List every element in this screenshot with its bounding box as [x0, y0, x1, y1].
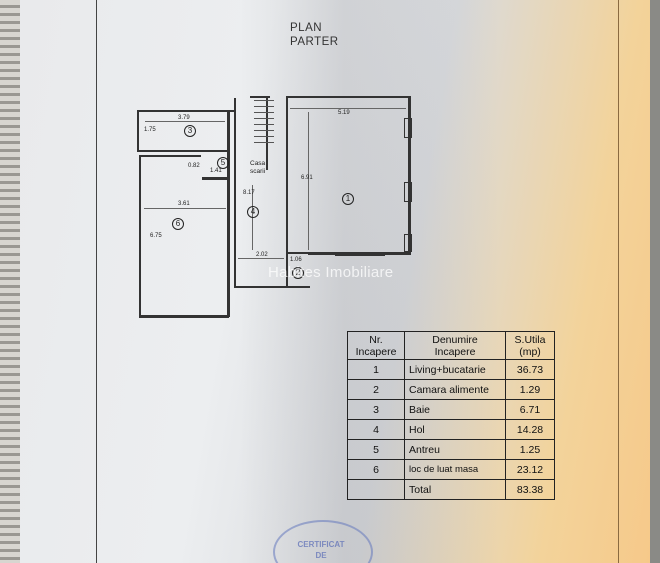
- cell-nr: [347, 479, 405, 500]
- wall: [141, 155, 201, 157]
- room-number: 3: [184, 125, 196, 137]
- cell-area: 1.29: [505, 379, 555, 400]
- header-cell: Nr.Incapere: [347, 331, 405, 360]
- stamp-text: DE: [315, 551, 327, 560]
- table-row: 4 Hol 14.28: [347, 419, 555, 440]
- total-label: Total: [404, 479, 506, 500]
- wall: [408, 96, 411, 254]
- plan-title: PLAN: [290, 22, 323, 34]
- cell-area: 14.28: [505, 419, 555, 440]
- dim-label: 8.17: [243, 190, 255, 196]
- table-total-row: Total 83.38: [347, 479, 555, 500]
- watermark-text: Habites Imobiliare: [268, 264, 394, 281]
- window: [404, 118, 412, 138]
- cell-nr: 5: [347, 439, 405, 460]
- wall: [137, 110, 139, 150]
- dim-label: 1.41: [210, 168, 222, 174]
- wall: [286, 96, 288, 252]
- wall: [202, 177, 230, 180]
- dim-label: 0.82: [188, 163, 200, 169]
- cell-area: 6.71: [505, 399, 555, 420]
- wall: [139, 315, 229, 318]
- cell-name: Living+bucatarie: [404, 359, 506, 380]
- cell-name: loc de luat masa: [404, 459, 506, 480]
- header-cell: S.Utila(mp): [505, 331, 555, 360]
- wall: [137, 110, 235, 112]
- dim-label: 1.75: [144, 127, 156, 133]
- room-number: 1: [342, 193, 354, 205]
- wall: [250, 96, 270, 98]
- wall: [286, 96, 410, 98]
- wall: [137, 150, 227, 152]
- wall: [286, 252, 310, 254]
- stairs: [254, 100, 274, 144]
- table-row: 1 Living+bucatarie 36.73: [347, 359, 555, 380]
- dim-label: 3.79: [178, 115, 190, 121]
- cell-name: Hol: [404, 419, 506, 440]
- room-number: 5: [217, 157, 229, 169]
- wall: [234, 286, 310, 288]
- dimension-line: [238, 258, 284, 259]
- dimension-line: [308, 112, 309, 250]
- dim-label: 3.61: [178, 201, 190, 207]
- wall: [234, 98, 236, 288]
- room-number: 4: [247, 206, 259, 218]
- cell-name: Camara alimente: [404, 379, 506, 400]
- dim-label: 1.06: [290, 257, 302, 263]
- cell-name: Baie: [404, 399, 506, 420]
- room-number: 2: [292, 267, 304, 279]
- dim-label: 6.75: [150, 233, 162, 239]
- dimension-line: [145, 121, 225, 122]
- dim-label: 2.02: [256, 252, 268, 258]
- total-area: 83.38: [505, 479, 555, 500]
- plan-subtitle: PARTER: [290, 36, 339, 48]
- document-sheet: PLAN PARTER 3.79 1.75 3 3.61 6.75 6 0.82…: [20, 0, 650, 563]
- wall: [227, 110, 230, 182]
- window: [335, 254, 385, 256]
- cell-nr: 1: [347, 359, 405, 380]
- table-row: 2 Camara alimente 1.29: [347, 379, 555, 400]
- binder-edge: [0, 0, 22, 563]
- cell-name: Antreu: [404, 439, 506, 460]
- cell-nr: 6: [347, 459, 405, 480]
- dimension-line: [144, 208, 226, 209]
- wall: [308, 252, 411, 255]
- cell-area: 23.12: [505, 459, 555, 480]
- table-row: 6 loc de luat masa 23.12: [347, 459, 555, 480]
- wall: [139, 155, 141, 317]
- floor-plan: 3.79 1.75 3 3.61 6.75 6 0.82 1.41 5 Casa…: [20, 0, 650, 330]
- stamp-text: CERTIFICAT: [297, 540, 345, 549]
- table-row: 5 Antreu 1.25: [347, 439, 555, 460]
- frame-right: [618, 0, 620, 563]
- frame-left: [96, 0, 98, 563]
- wall: [227, 182, 230, 317]
- stair-label: scarii: [250, 168, 266, 175]
- dim-label: 5.19: [338, 110, 350, 116]
- cell-nr: 2: [347, 379, 405, 400]
- wall: [286, 252, 288, 288]
- table-row: 3 Baie 6.71: [347, 399, 555, 420]
- cell-nr: 3: [347, 399, 405, 420]
- window: [404, 234, 412, 252]
- cell-area: 1.25: [505, 439, 555, 460]
- dimension-line: [290, 108, 406, 109]
- stair-label: Casa: [250, 160, 266, 167]
- cell-nr: 4: [347, 419, 405, 440]
- dim-label: 6.91: [301, 175, 313, 181]
- window: [404, 182, 412, 202]
- room-number: 6: [172, 218, 184, 230]
- cell-area: 36.73: [505, 359, 555, 380]
